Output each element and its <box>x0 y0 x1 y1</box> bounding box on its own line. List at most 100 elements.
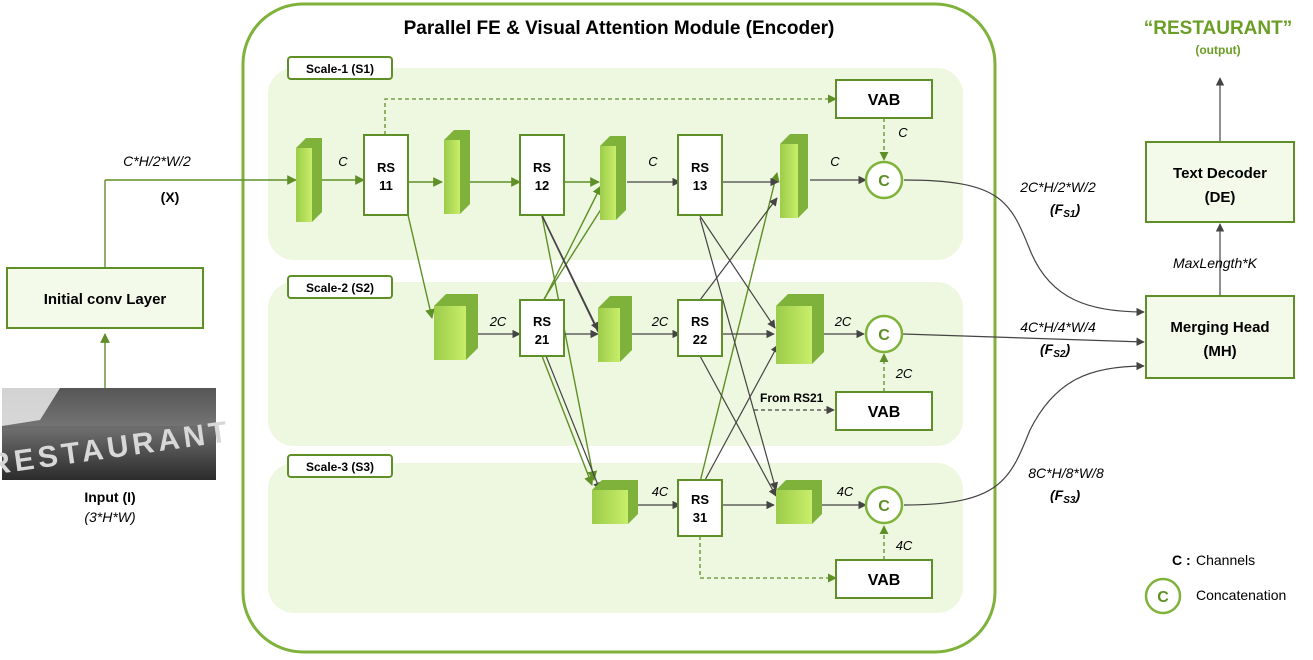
rs11-box <box>363 134 409 216</box>
arrow-c3-mh <box>903 361 1145 506</box>
text-decoder-label-a: Text Decoder <box>1173 165 1267 182</box>
arrow-rs21-f2 <box>543 185 602 301</box>
ch-label-s1-c: C <box>830 154 840 169</box>
arrow-rs12-s3 <box>541 215 598 481</box>
output-text: “RESTAURANT” <box>1144 18 1292 39</box>
arrow-c1-mh <box>903 179 1145 317</box>
fs2-dims: 4C*H/4*W/4 <box>1020 319 1096 335</box>
text-decoder-label-b: (DE) <box>1205 189 1236 206</box>
initial-conv-label: Initial conv Layer <box>44 291 167 308</box>
vab-1-label: VAB <box>868 92 901 109</box>
arrow-rs21-s3 <box>541 355 594 486</box>
input-label: Input (I) <box>84 489 135 505</box>
ch-label-s3-a: 4C <box>652 484 669 499</box>
rs31-box <box>677 479 723 537</box>
concat-2-label: C <box>878 327 890 344</box>
text-decoder-box <box>1145 141 1295 223</box>
rs21-box <box>519 299 565 357</box>
line-rs12-cross <box>541 215 599 333</box>
vab-2-box <box>835 391 933 431</box>
scale-2-tag <box>287 275 393 299</box>
legend-concat-text: Concatenation <box>1196 587 1286 603</box>
feature-map-s2-0 <box>434 294 478 360</box>
arrow-rs13-f33 <box>699 217 779 491</box>
rs12-box <box>519 134 565 216</box>
arrow-rs22-f3 <box>699 197 778 301</box>
vab-2-label: VAB <box>868 404 901 421</box>
feature-map-s3-0 <box>592 480 638 524</box>
rs22-label-b: 22 <box>693 332 707 347</box>
initial-conv-box <box>6 267 204 329</box>
rs31-label-b: 31 <box>693 510 707 525</box>
rs21-label-b: 21 <box>535 332 549 347</box>
ch-label-vab2: 2C <box>895 366 913 381</box>
legend-c-key: C : <box>1172 552 1191 568</box>
concat-1-label: C <box>878 173 890 190</box>
ch-label-vab1: C <box>898 125 908 140</box>
ch-label-s2-b: 2C <box>651 314 669 329</box>
feature-map-s1-2 <box>600 136 626 220</box>
rs12-label-b: 12 <box>535 178 549 193</box>
rs11-label-b: 11 <box>379 178 393 193</box>
legend-concat-icon <box>1144 577 1182 615</box>
dashed-rs11-vab1 <box>384 94 837 135</box>
feature-map-s3-1 <box>776 480 822 524</box>
encoder-title: Parallel FE & Visual Attention Module (E… <box>404 18 835 39</box>
vab-3-box <box>835 559 933 599</box>
arrow-rs31-f32 <box>703 344 779 483</box>
maxlength-label: MaxLength*K <box>1173 255 1258 271</box>
rs13-box <box>677 134 723 216</box>
feature-map-s2-1 <box>598 296 632 362</box>
ch-label-vab3: 4C <box>896 538 913 553</box>
feature-map-s1-1 <box>444 130 470 214</box>
input-image: RESTAURANT <box>0 388 233 482</box>
fs2-label: (FS2) <box>1040 341 1070 360</box>
merging-head-label-a: Merging Head <box>1170 319 1269 336</box>
merging-head-box <box>1145 295 1295 379</box>
feature-map-s1-3 <box>780 134 808 218</box>
arrow-c2-mh <box>902 333 1145 346</box>
dashed-rs31-vab3 <box>699 536 837 583</box>
legend-concat-symbol: C <box>1157 589 1169 606</box>
ch-label-s2-c: 2C <box>834 314 852 329</box>
concat-3-circle <box>864 485 904 525</box>
ch-label-s1-a: C <box>338 154 348 169</box>
arrow-rs22-f33 <box>699 355 777 497</box>
from-rs21-label: From RS21 <box>760 391 824 405</box>
rs22-box <box>677 299 723 357</box>
rs22-label-a: RS <box>691 314 709 329</box>
rs13-label-b: 13 <box>693 178 707 193</box>
feature-map-s1-0 <box>296 138 322 222</box>
input-dims: (3*H*W) <box>84 509 135 525</box>
scale-1-tag <box>287 56 393 80</box>
rs11-label-a: RS <box>377 160 395 175</box>
ch-label-s2-a: 2C <box>489 314 507 329</box>
rs31-label-a: RS <box>691 492 709 507</box>
fs3-dims: 8C*H/8*W/8 <box>1028 465 1104 481</box>
ch-label-s3-b: 4C <box>837 484 854 499</box>
fs1-dims: 2C*H/2*W/2 <box>1019 179 1096 195</box>
scale-2-label: Scale-2 (S2) <box>306 281 374 295</box>
scale-1-label: Scale-1 (S1) <box>306 62 374 76</box>
x-label: (X) <box>161 189 180 205</box>
x-dims: C*H/2*W/2 <box>123 153 191 169</box>
scale-3-label: Scale-3 (S3) <box>306 460 374 474</box>
merging-head-label-b: (MH) <box>1203 343 1236 360</box>
ch-label-s1-b: C <box>648 154 658 169</box>
fs1-label: (FS1) <box>1050 201 1080 220</box>
legend-c-text: Channels <box>1196 552 1255 568</box>
concat-3-label: C <box>878 498 890 515</box>
vab-1-box <box>835 79 933 119</box>
arrow-rs13-f32 <box>699 215 776 329</box>
rs21-label-a: RS <box>533 314 551 329</box>
arrow-rs11-s2 <box>407 214 435 319</box>
concat-2-circle <box>864 314 904 354</box>
scale-3-tag <box>287 454 393 478</box>
output-sub: (output) <box>1195 43 1240 57</box>
rs12-label-a: RS <box>533 160 551 175</box>
arrow-rs21-f31 <box>545 355 602 491</box>
concat-1-circle <box>864 160 904 200</box>
feature-map-s2-2 <box>776 294 824 364</box>
rs13-label-a: RS <box>691 160 709 175</box>
